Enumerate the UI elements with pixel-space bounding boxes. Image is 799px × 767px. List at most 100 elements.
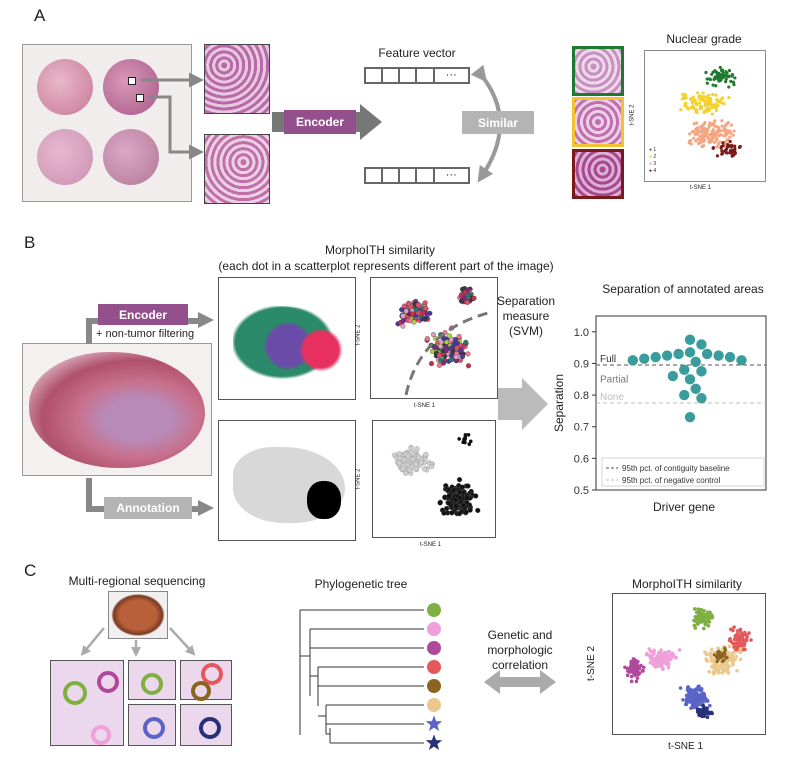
region-ring	[63, 681, 87, 705]
tsne-point	[410, 456, 416, 463]
morpho-point	[716, 657, 720, 661]
morpho-point	[667, 649, 671, 654]
grade-point	[714, 93, 718, 97]
separation-point	[701, 348, 713, 360]
morpho-point	[651, 658, 656, 662]
grade-point	[718, 140, 722, 144]
tsne-point	[411, 319, 417, 325]
morpho-point	[699, 708, 703, 712]
grade-point	[728, 129, 732, 133]
grade-point	[727, 85, 731, 89]
morpho-point	[649, 649, 653, 654]
tsne-point	[459, 484, 465, 490]
region-label: Full	[600, 354, 616, 365]
tsne-point	[407, 467, 413, 473]
tsne-point	[401, 456, 407, 463]
morpho-point	[678, 686, 683, 690]
tsne-point	[446, 493, 452, 499]
grade-point	[727, 69, 732, 73]
grade-point	[706, 128, 710, 132]
feature-vector-top: ···	[364, 67, 470, 84]
grade-point	[697, 95, 701, 99]
grade-point	[704, 70, 708, 75]
morpho-point	[698, 618, 702, 622]
morpho-point	[701, 703, 706, 708]
grade-point	[704, 102, 709, 107]
morpho-c-ylabel: t-SNE 2	[586, 645, 598, 682]
svm-label-line3: (SVM)	[509, 324, 543, 338]
grade-point	[681, 92, 685, 96]
phylo-title: Phylogenetic tree	[314, 577, 408, 591]
tsne-point	[459, 354, 466, 360]
tsne-point	[396, 460, 402, 466]
morpho-point	[734, 654, 739, 659]
morpho-point	[745, 634, 749, 639]
tsne-point	[453, 503, 459, 509]
morpho-point	[657, 664, 662, 668]
morpho-point	[629, 661, 634, 665]
separation-point	[690, 356, 701, 368]
annotation-mask-image	[218, 420, 356, 541]
grade-point	[714, 108, 718, 112]
tsne-point	[400, 318, 406, 324]
grade-point	[722, 134, 727, 138]
legend-label: 95th pct. of contiguity baseline	[622, 464, 730, 473]
y-tick-label: 0.8	[574, 390, 589, 402]
grade-point	[728, 151, 732, 155]
morpho-point	[738, 634, 742, 638]
grade-point	[726, 121, 730, 125]
grade-tile-1	[572, 46, 624, 96]
separation-point	[679, 389, 690, 401]
morpho-point	[696, 615, 701, 619]
morpho-point	[688, 689, 692, 694]
correlation-line3: correlation	[491, 658, 549, 672]
grade-point	[715, 137, 719, 141]
morpho-point	[698, 688, 702, 693]
separation-xlabel: Driver gene	[652, 500, 716, 514]
tsne-point	[429, 348, 435, 355]
panel-c-letter: C	[24, 561, 37, 580]
grade-point	[711, 146, 715, 150]
separation-point	[679, 364, 690, 375]
y-tick-label: 1.0	[574, 327, 589, 339]
grade-point	[688, 132, 692, 136]
grade-point	[730, 73, 734, 77]
region-ring	[91, 725, 111, 745]
separation-point	[650, 351, 661, 363]
tsne-point	[400, 466, 406, 472]
grade-point	[694, 139, 698, 143]
grade-point	[704, 133, 708, 137]
multi-regional-label: Multi-regional sequencing	[68, 574, 206, 588]
morpho-point	[727, 644, 732, 649]
morpho-point	[705, 659, 710, 663]
morpho-point	[699, 608, 703, 612]
grade-point	[683, 104, 687, 108]
tsne-point	[413, 307, 419, 313]
grade-point	[728, 139, 732, 144]
morpho-point	[687, 698, 692, 703]
morpho-point	[719, 663, 724, 668]
grade-point	[698, 98, 702, 102]
tsne-point	[438, 343, 444, 349]
morpho-point	[648, 660, 653, 665]
separation-point	[696, 339, 707, 350]
grade-legend-item: ● 4	[649, 168, 657, 174]
tsne-point	[457, 437, 461, 441]
mask-annotated-area	[307, 481, 341, 519]
morpho-point	[705, 706, 709, 711]
grade-xlabel: t-SNE 1	[690, 185, 712, 191]
morpho-point	[634, 679, 639, 684]
tsne-point	[449, 510, 455, 516]
separation-point	[684, 347, 696, 358]
tsne-point	[451, 487, 457, 493]
morpho-c-xlabel: t-SNE 1	[668, 741, 704, 752]
morpho-point	[717, 649, 721, 654]
morpho-point	[681, 698, 685, 702]
morpho-point	[692, 607, 697, 611]
morpho-point	[723, 648, 728, 652]
grade-point	[727, 75, 731, 79]
grade-point	[714, 106, 718, 110]
encoder-button-b: Encoder	[98, 304, 188, 325]
grade-point	[724, 77, 728, 81]
grade-point	[717, 133, 721, 138]
